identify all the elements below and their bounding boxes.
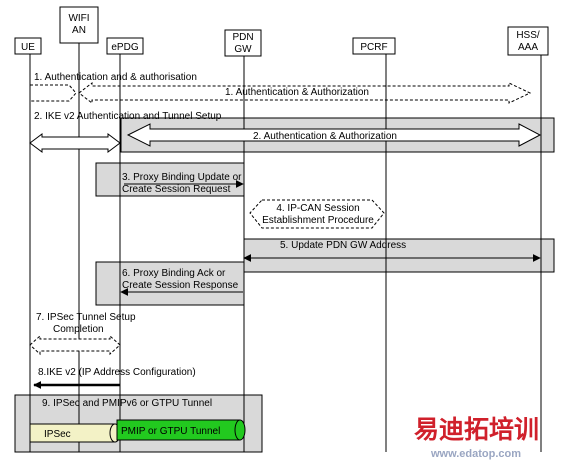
entity-pcrf-label: PCRF <box>360 42 387 53</box>
step3-label-line2: Create Session Request <box>122 184 231 195</box>
entity-ue-label: UE <box>21 42 35 53</box>
entity-wifi-an-line1: WIFI <box>68 13 89 24</box>
step2-left-double-arrow <box>29 133 121 153</box>
step7-dashed-arrow <box>29 334 121 356</box>
entity-epdg: ePDG <box>106 37 144 55</box>
entity-epdg-label: ePDG <box>111 42 138 53</box>
entity-ue: UE <box>14 37 42 55</box>
watermark-site-name: 易迪拓培训 <box>414 415 539 444</box>
entity-hss-aaa: HSS/ AAA <box>507 26 549 56</box>
entity-hss-aaa-line2: AAA <box>518 42 538 53</box>
step2-left-label: 2. IKE v2 Authentication and Tunnel Setu… <box>34 111 222 122</box>
pmip-gtpu-tunnel-label: PMIP or GTPU Tunnel <box>121 426 220 437</box>
entity-pdn-gw: PDN GW <box>224 29 262 57</box>
step1-left-label: 1. Authentication and & authorisation <box>34 72 197 83</box>
pmip-gtpu-tunnel-pipe: PMIP or GTPU Tunnel <box>116 419 246 441</box>
ipsec-tunnel-label: IPSec <box>44 429 71 440</box>
step1-right-dashed-arrow <box>78 81 532 105</box>
entity-pcrf: PCRF <box>352 37 396 55</box>
step4-label-line1: 4. IP-CAN Session <box>276 203 359 214</box>
step2-right-label: 2. Authentication & Authorization <box>253 131 397 142</box>
step6-label-line2: Create Session Response <box>122 280 239 291</box>
entity-pdn-gw-line1: PDN <box>232 32 253 43</box>
step2-right-double-arrow <box>126 123 542 147</box>
step7-label-line2: Completion <box>53 324 104 335</box>
step7-label-line1: 7. IPSec Tunnel Setup <box>36 312 136 323</box>
step9-label: 9. IPSec and PMIPv6 or GTPU Tunnel <box>42 398 212 409</box>
step8-label: 8.IKE v2 (IP Address Configuration) <box>38 367 196 378</box>
step6-label-line1: 6. Proxy Binding Ack or <box>122 268 226 279</box>
step1-left-dashed-arrow <box>30 84 77 102</box>
step6-shaded-box <box>95 261 245 306</box>
watermark-site-url: www.edatop.com <box>430 448 521 460</box>
entity-wifi-an: WIFI AN <box>59 6 99 44</box>
step5-label: 5. Update PDN GW Address <box>280 240 406 251</box>
step3-shaded-box <box>95 162 245 197</box>
ipsec-tunnel-pipe: IPSec <box>29 423 121 443</box>
step4-dashed-octagon <box>249 199 385 229</box>
entity-hss-aaa-line1: HSS/ <box>516 30 540 41</box>
step4-label-line2: Establishment Procedure <box>262 215 374 226</box>
entity-wifi-an-line2: AN <box>72 25 86 36</box>
step3-label-line1: 3. Proxy Binding Update or <box>122 172 242 183</box>
step1-right-label: 1. Authentication & Authorization <box>225 87 369 98</box>
entity-pdn-gw-line2: GW <box>234 44 252 55</box>
